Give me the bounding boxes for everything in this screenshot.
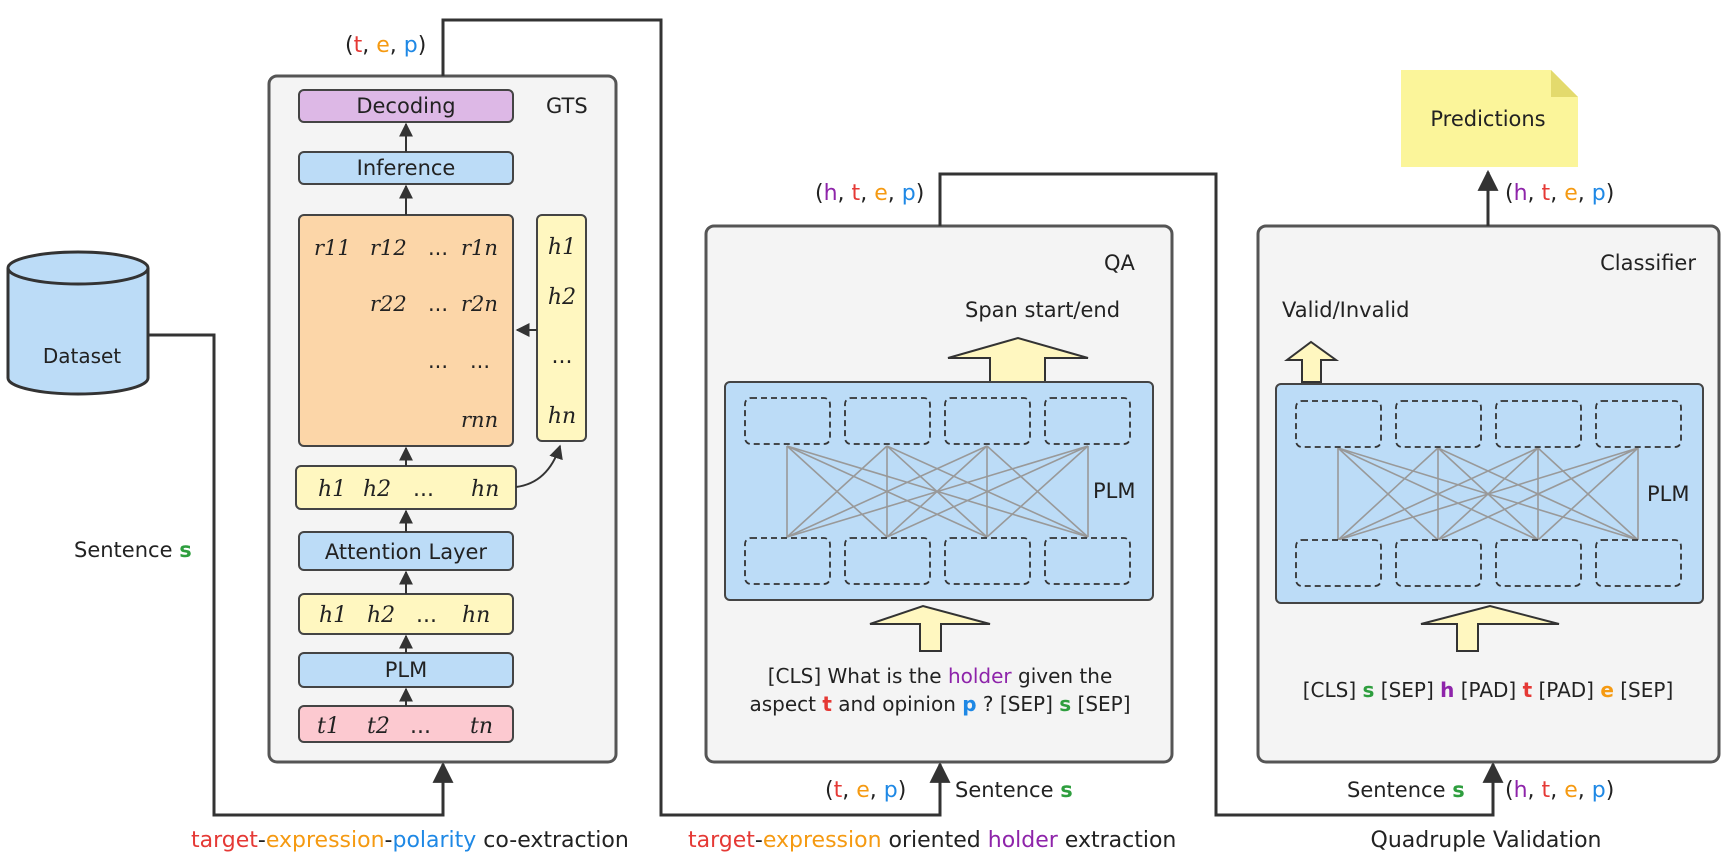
caption-stage3: Quadruple Validation	[1371, 828, 1602, 853]
hidden-row-cells: h1 h2 ... hn	[319, 603, 490, 628]
hidden-tilde-cell: ...	[552, 344, 573, 369]
qa-to-classifier-connector	[938, 172, 1504, 817]
hidden-cell: hn	[462, 603, 490, 628]
hidden-tilde-cell: ...	[413, 477, 434, 502]
classifier-plm-connections	[1337, 447, 1639, 541]
row-to-column-arrow	[515, 444, 563, 488]
gts-label: GTS	[546, 94, 588, 118]
dataset-cylinder: Dataset	[6, 250, 150, 396]
hidden-tilde-cell: hn	[548, 404, 576, 429]
classifier-input-sentence: Sentence s	[1347, 778, 1465, 802]
classifier-plm-nodes	[1295, 400, 1682, 587]
qa-output-label: Span start/end	[965, 298, 1120, 322]
classifier-output-tuple: (h, t, e, p)	[1505, 181, 1614, 206]
dataset-label: Dataset	[43, 344, 121, 368]
hidden-cell: ...	[416, 603, 437, 628]
decoding-box	[298, 89, 514, 123]
hidden-tilde-row-cells: h1 h2 ... hn	[318, 477, 499, 502]
matrix-cell: ...	[428, 349, 448, 373]
token-cell: t1	[317, 714, 340, 739]
inference-label: Inference	[357, 156, 456, 180]
classifier-input-arrow	[1420, 604, 1560, 652]
dataset-to-gts-connector	[148, 333, 454, 817]
qa-prompt-line2: aspect t and opinion p ? [SEP] s [SEP]	[749, 692, 1130, 716]
caption-stage1: target-expression-polarity co-extraction	[191, 828, 629, 853]
token-row-cells: t1 t2 ... tn	[317, 714, 493, 739]
hidden-tilde-cell: h2	[548, 285, 576, 310]
token-cell: tn	[470, 714, 493, 739]
matrix-cell: r22	[370, 292, 407, 316]
token-cell: ...	[410, 714, 431, 739]
qa-plm-nodes	[744, 397, 1131, 585]
hidden-tilde-column-cells: h1 h2 ... hn	[548, 235, 576, 429]
classifier-plm-label: PLM	[1647, 482, 1689, 506]
matrix-cell: ...	[428, 236, 448, 260]
token-cell: t2	[367, 714, 390, 739]
matrix-cell: r1n	[461, 236, 498, 260]
classifier-input-sequence: [CLS] s [SEP] h [PAD] t [PAD] e [SEP]	[1303, 678, 1674, 702]
qa-prompt-line1: [CLS] What is the holder given the	[768, 664, 1113, 688]
gts-plm-label: PLM	[385, 658, 427, 682]
classifier-input-tuple: (h, t, e, p)	[1505, 778, 1614, 803]
predictions-note	[1401, 70, 1578, 167]
qa-plm-label: PLM	[1093, 479, 1135, 503]
hidden-tilde-column	[536, 214, 587, 442]
matrix-cell: ...	[428, 292, 448, 316]
gts-to-qa-connector	[441, 18, 951, 817]
qa-input-arrow	[869, 604, 991, 652]
hidden-tilde-cell: hn	[471, 477, 499, 502]
matrix-cells: r11 r12 ... r1n r22 ... r2n ... ... rnn	[314, 236, 498, 432]
classifier-output-label: Valid/Invalid	[1282, 298, 1409, 322]
hidden-cell: h2	[367, 603, 395, 628]
predictions-label: Predictions	[1430, 107, 1545, 131]
qa-label: QA	[1104, 251, 1136, 275]
hidden-tilde-cell: h2	[363, 477, 391, 502]
classifier-label: Classifier	[1600, 251, 1696, 275]
gts-output-tuple: (t, e, p)	[345, 33, 426, 58]
note-fold-icon	[1551, 70, 1578, 97]
attention-layer-label: Attention Layer	[325, 540, 488, 564]
matrix-cell: r11	[314, 236, 351, 260]
matrix-cell: ...	[470, 349, 490, 373]
qa-plm-connections	[786, 445, 1089, 538]
classifier-output-arrow	[1284, 340, 1340, 383]
matrix-cell: rnn	[461, 408, 498, 432]
hidden-cell: h1	[319, 603, 347, 628]
sentence-left: Sentence s	[74, 538, 192, 562]
qa-input-tuple: (t, e, p)	[825, 778, 906, 803]
qa-input-sentence: Sentence s	[955, 778, 1073, 802]
hidden-tilde-cell: h1	[548, 235, 576, 260]
matrix-cell: r12	[370, 236, 407, 260]
decoding-label: Decoding	[356, 94, 455, 118]
hidden-tilde-cell: h1	[318, 477, 346, 502]
caption-stage2: target-expression oriented holder extrac…	[688, 828, 1176, 853]
qa-output-arrow	[947, 336, 1089, 385]
matrix-cell: r2n	[461, 292, 498, 316]
qa-output-tuple: (h, t, e, p)	[815, 181, 924, 206]
